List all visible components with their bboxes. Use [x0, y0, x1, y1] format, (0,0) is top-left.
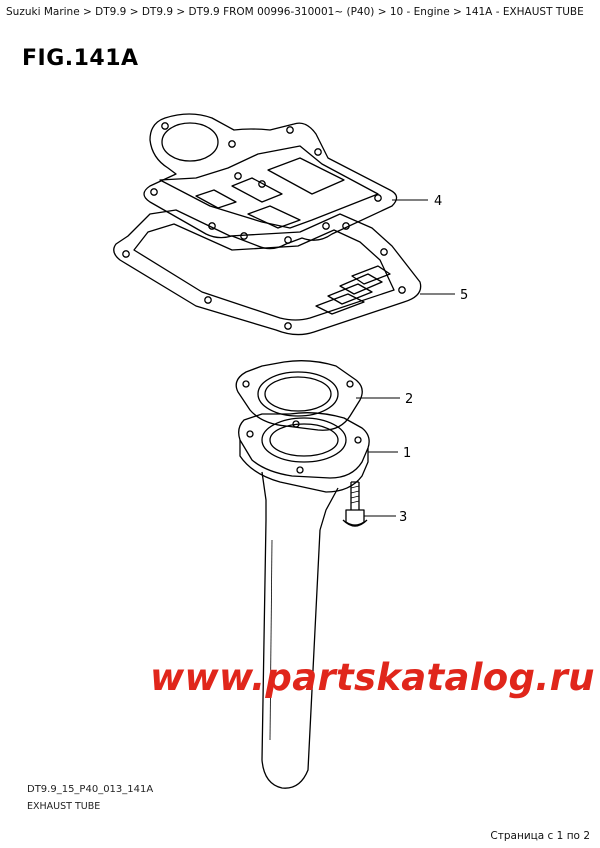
callout-5[interactable]: 5	[460, 288, 468, 303]
breadcrumb-item-suzuki-marine[interactable]: Suzuki Marine	[6, 6, 80, 18]
callout-1[interactable]: 1	[403, 446, 411, 461]
breadcrumb-item-model-range[interactable]: DT9.9 FROM 00996-310001~ (P40)	[188, 6, 375, 18]
flange-gasket-bore	[257, 371, 339, 417]
bolt-thread	[350, 485, 360, 504]
bolt-hole	[234, 172, 242, 180]
breadcrumb-separator: >	[449, 6, 466, 18]
bolt-hole	[342, 222, 350, 230]
gasket-lower-port-1	[315, 293, 365, 315]
gasket-upper-bolt-holes	[150, 122, 382, 244]
exhaust-tube-shaft-highlight	[269, 539, 273, 741]
bolt-hole	[161, 122, 169, 130]
gasket-lower-port-4	[351, 265, 391, 285]
exhaust-tube-bore-inner	[269, 423, 339, 457]
breadcrumb-separator: >	[79, 6, 96, 18]
bolt-hole	[242, 380, 250, 388]
gasket-lower-port-2	[327, 283, 373, 305]
bolt-hole	[204, 296, 212, 304]
bolt-hole	[322, 222, 330, 230]
bolt-hole	[380, 248, 388, 256]
leader-lines	[356, 199, 455, 517]
breadcrumb: Suzuki Marine > DT9.9 > DT9.9 > DT9.9 FR…	[6, 6, 584, 18]
flange-gasket-bore-inner	[264, 376, 332, 412]
exhaust-tube-part[interactable]	[238, 412, 370, 789]
bolt-hole	[374, 194, 382, 202]
gasket-upper-bore	[161, 122, 219, 162]
callout-3[interactable]: 3	[399, 510, 407, 525]
bolt-hole	[354, 436, 362, 444]
callout-4[interactable]: 4	[434, 194, 442, 209]
figure-title: FIG.141A	[22, 46, 139, 71]
bolt-washer	[342, 519, 368, 527]
gasket-lower-port-3	[339, 273, 383, 295]
gasket-upper-port-d	[195, 189, 237, 209]
bolt-hole	[284, 322, 292, 330]
bolt-hole	[150, 188, 158, 196]
callout-2[interactable]: 2	[405, 392, 413, 407]
flange-gasket-part[interactable]	[235, 360, 363, 431]
breadcrumb-item-dt99-sub[interactable]: DT9.9	[141, 6, 174, 18]
exhaust-tube-flange-side	[239, 440, 369, 493]
bolt-hole	[240, 232, 248, 240]
gasket-lower-outline	[113, 209, 422, 336]
gasket-upper-port-b	[231, 177, 283, 203]
breadcrumb-item-current: 141A - EXHAUST TUBE	[465, 6, 584, 18]
watermark-text: www.partskatalog.ru	[150, 656, 595, 699]
gasket-lower-inner	[133, 223, 395, 321]
gasket-upper-outline	[143, 113, 398, 250]
bolt-hole	[284, 236, 292, 244]
exhaust-tube-neck	[261, 471, 339, 531]
bolt-head	[345, 509, 365, 526]
bolt-hole	[258, 180, 266, 188]
flange-gasket-outline	[235, 360, 363, 431]
bolt-hole	[296, 466, 304, 474]
gasket-lower-bolt-holes	[122, 222, 406, 330]
breadcrumb-separator: >	[173, 6, 189, 18]
exhaust-tube-bore	[261, 417, 347, 463]
breadcrumb-item-engine[interactable]: 10 - Engine	[389, 6, 450, 18]
bolt-hole	[346, 380, 354, 388]
bolt-hole	[398, 286, 406, 294]
gasket-upper-port-c	[247, 205, 301, 229]
gasket-lower-part[interactable]	[113, 209, 422, 336]
diagram-caption: EXHAUST TUBE	[27, 801, 101, 812]
pagination-status: Страница с 1 по 2	[490, 830, 590, 842]
gasket-upper-part[interactable]	[143, 113, 398, 250]
breadcrumb-separator: >	[126, 6, 142, 18]
breadcrumb-item-dt99[interactable]: DT9.9	[95, 6, 127, 18]
bolt-hole	[122, 250, 130, 258]
bolt-hole	[246, 430, 254, 438]
bolt-part[interactable]	[342, 481, 368, 527]
gasket-upper-port-a	[267, 157, 345, 195]
diagram-code: DT9.9_15_P40_013_141A	[27, 784, 154, 795]
bolt-hole	[286, 126, 294, 134]
exhaust-tube-shaft	[261, 519, 321, 789]
gasket-upper-inner	[159, 145, 379, 229]
exhaust-tube-flange-top	[238, 412, 370, 479]
bolt-hole	[314, 148, 322, 156]
bolt-hole	[228, 140, 236, 148]
breadcrumb-separator: >	[374, 6, 390, 18]
